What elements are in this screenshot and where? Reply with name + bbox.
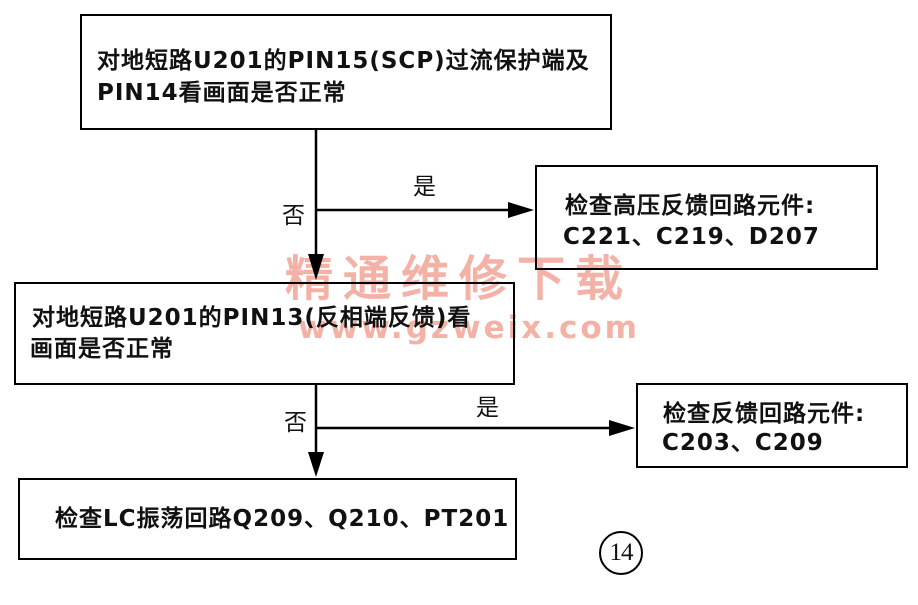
action-high-voltage-line-2: C221、C219、D207 bbox=[563, 224, 820, 250]
action-feedback-line-2: C203、C209 bbox=[662, 430, 824, 456]
decision-box-pin13 bbox=[14, 282, 515, 385]
arrowhead-down-q2 bbox=[308, 254, 324, 280]
action-lc-oscillator-text: 检查LC振荡回路Q209、Q210、PT201 bbox=[55, 506, 510, 532]
action-box-lc-oscillator bbox=[18, 478, 517, 560]
watermark-title: 精通维修下载 bbox=[285, 251, 634, 307]
edge-label-no-1: 否 bbox=[282, 203, 305, 229]
edge-label-yes-1: 是 bbox=[413, 174, 436, 200]
decision-pin13-line-2: 画面是否正常 bbox=[30, 336, 174, 362]
decision-pin13-line-1: 对地短路U201的PIN13(反相端反馈)看 bbox=[32, 305, 472, 331]
figure-number-badge: 14 bbox=[599, 531, 643, 575]
arrowhead-right-a1 bbox=[508, 202, 534, 218]
decision-box-pin15 bbox=[80, 14, 612, 130]
arrowhead-down-final bbox=[308, 452, 324, 477]
decision-pin15-line-2: PIN14看画面是否正常 bbox=[97, 80, 347, 106]
decision-pin15-line-1: 对地短路U201的PIN15(SCP)过流保护端及 bbox=[97, 48, 590, 74]
edge-label-yes-2: 是 bbox=[476, 395, 499, 421]
action-feedback-line-1: 检查反馈回路元件: bbox=[663, 401, 866, 427]
edge-label-no-2: 否 bbox=[284, 410, 307, 436]
watermark-url: www.gzweix.com bbox=[298, 310, 640, 346]
action-high-voltage-line-1: 检查高压反馈回路元件: bbox=[565, 193, 816, 219]
action-box-feedback bbox=[636, 383, 908, 468]
action-box-high-voltage-feedback bbox=[535, 165, 878, 270]
arrowhead-right-a2 bbox=[609, 420, 635, 436]
